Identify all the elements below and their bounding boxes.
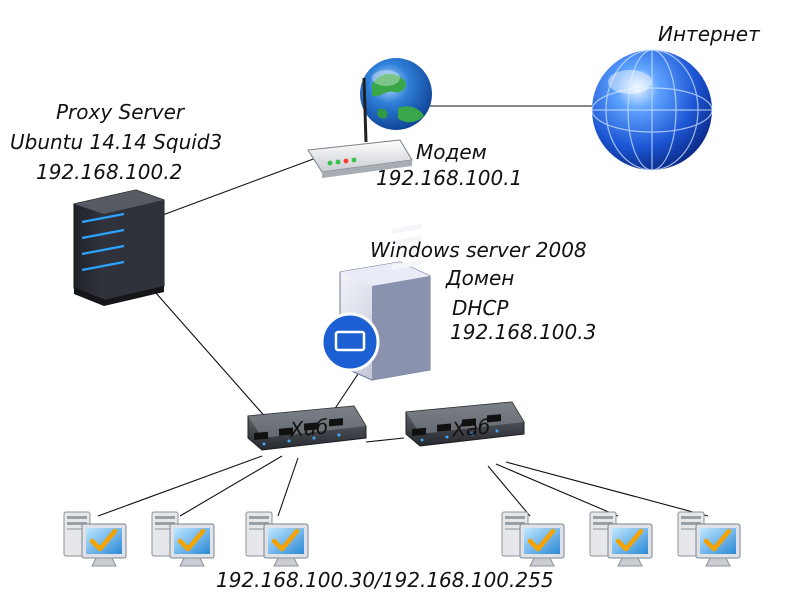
workstation-icon-2 <box>152 512 214 566</box>
internet-label: Интернет <box>658 22 760 46</box>
winserver-title-label: Windows server 2008 <box>370 238 587 262</box>
link-proxy-modem <box>159 157 317 217</box>
globe-icon <box>591 49 713 171</box>
link-proxy-hub-left <box>147 283 269 421</box>
proxy-ip-label: 192.168.100.2 <box>36 160 183 184</box>
hub-left-label: Хаб <box>289 414 330 442</box>
clients-range-label: 192.168.100.30/192.168.100.255 <box>216 568 554 592</box>
link-hub-left-client-3 <box>277 457 299 517</box>
winserver-domain-label: Домен <box>446 266 515 290</box>
link-hub-right-client-4 <box>487 465 531 517</box>
workstation-icon-1 <box>64 512 126 566</box>
workstation-icon-3 <box>246 512 308 566</box>
link-hub-left-client-1 <box>97 455 263 517</box>
winserver-ip-label: 192.168.100.3 <box>450 320 597 344</box>
winserver-dhcp-label: DHCP <box>452 296 509 320</box>
proxy-title-label: Proxy Server <box>56 100 185 124</box>
modem-title-label: Модем <box>416 140 487 164</box>
modem-ip-label: 192.168.100.1 <box>376 166 523 190</box>
link-hub-right-client-6 <box>505 461 709 517</box>
link-hub-left-hub-right <box>365 437 405 443</box>
windows-server-icon <box>320 223 431 381</box>
workstation-icon-5 <box>590 512 652 566</box>
hub-right-label: Хаб <box>451 414 492 442</box>
proxy-os-label: Ubuntu 14.14 Squid3 <box>10 130 223 154</box>
connection-lines <box>97 105 709 517</box>
router-icon <box>307 58 432 178</box>
workstation-icon-4 <box>502 512 564 566</box>
link-hub-right-client-5 <box>495 463 619 517</box>
workstation-icon-6 <box>678 512 740 566</box>
server-tower-icon <box>73 189 165 306</box>
link-hub-left-client-2 <box>179 455 283 517</box>
